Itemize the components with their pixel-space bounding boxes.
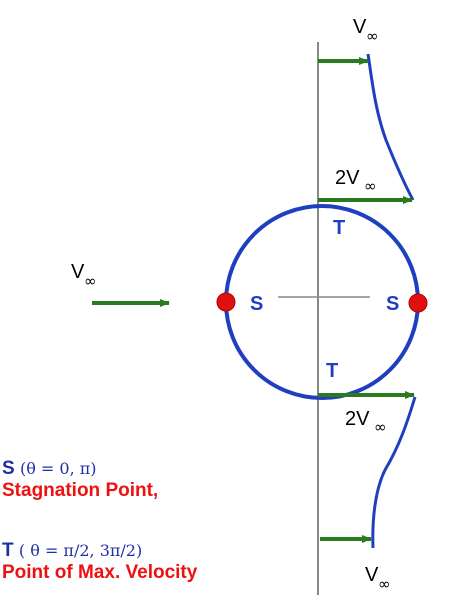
stagnation-label-left: S [250, 293, 263, 315]
svg-text:V: V [71, 261, 85, 283]
max-velocity-label-top: T [333, 217, 345, 239]
svg-text:∞: ∞ [84, 272, 97, 290]
v-inf-label-top: V ∞ [353, 16, 379, 45]
two-v-inf-label-lower: 2V ∞ [345, 408, 387, 436]
svg-text:∞: ∞ [374, 418, 387, 436]
max-velocity-legend-description: Point of Max. Velocity [2, 562, 198, 583]
max-velocity-label-bottom: T [326, 360, 338, 382]
stagnation-label-right: S [386, 293, 399, 315]
svg-text:∞: ∞ [366, 27, 379, 45]
max-velocity-legend-condition: ( θ = π/2, 3π/2) [18, 541, 143, 560]
stagnation-legend-description: Stagnation Point, [2, 480, 159, 501]
v-inf-label-bottom: V ∞ [365, 564, 391, 593]
svg-text:2V: 2V [345, 408, 370, 430]
stagnation-legend-letter: S [2, 458, 15, 479]
svg-text:2V: 2V [335, 167, 360, 189]
svg-text:∞: ∞ [378, 575, 391, 593]
svg-text:V: V [365, 564, 379, 586]
two-v-inf-label-upper: 2V ∞ [335, 167, 377, 195]
svg-text:V: V [353, 16, 367, 38]
svg-text:∞: ∞ [364, 177, 377, 195]
max-velocity-legend-letter: T [2, 540, 14, 561]
max-velocity-legend: T ( θ = π/2, 3π/2) Point of Max. Velocit… [2, 540, 197, 584]
stagnation-legend-condition: (θ = 0, π) [19, 459, 97, 478]
stagnation-legend: S (θ = 0, π) Stagnation Point, [2, 458, 158, 502]
lower-velocity-profile [371, 396, 417, 549]
stagnation-point-left [216, 292, 236, 312]
v-inf-label-left: V ∞ [71, 261, 97, 290]
upper-velocity-profile [366, 53, 415, 201]
stagnation-point-right [408, 293, 428, 313]
